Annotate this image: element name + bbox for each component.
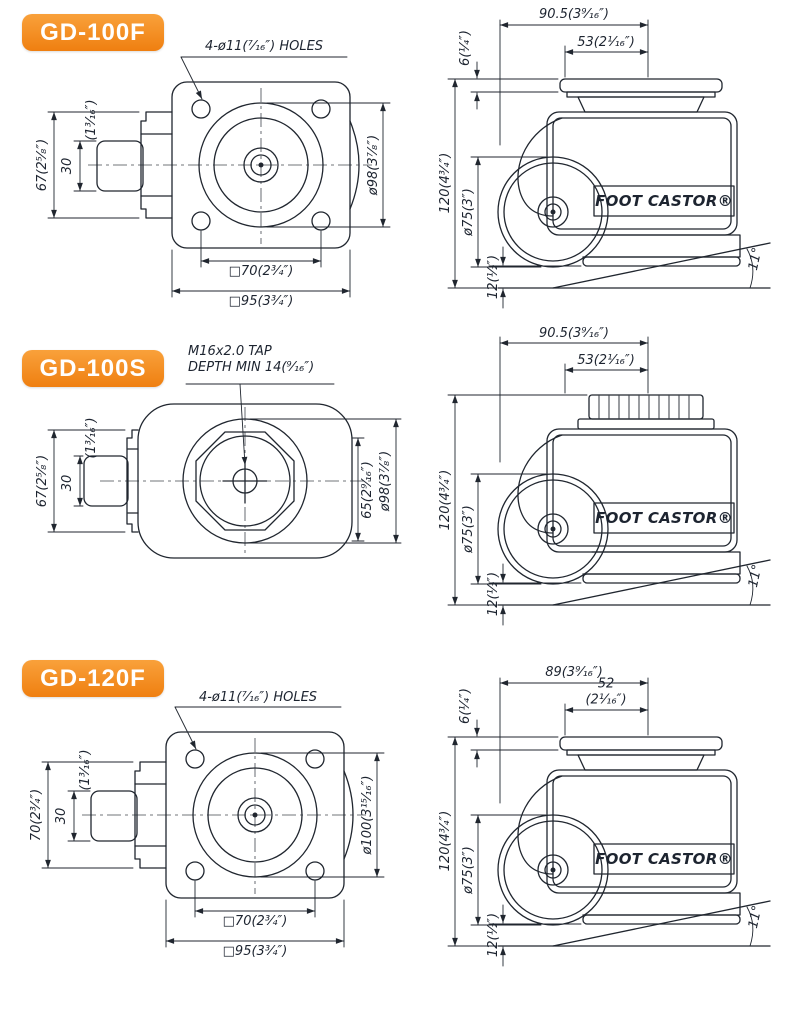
gd-120f-side-view: [448, 678, 770, 966]
gd-100f-top-view: [48, 57, 390, 297]
gd-100s-side-view: [447, 336, 771, 626]
gd-120f-top-view: [42, 707, 384, 947]
gd-100f-side-view: [448, 20, 770, 308]
gd-100s-top-view: [47, 383, 402, 559]
